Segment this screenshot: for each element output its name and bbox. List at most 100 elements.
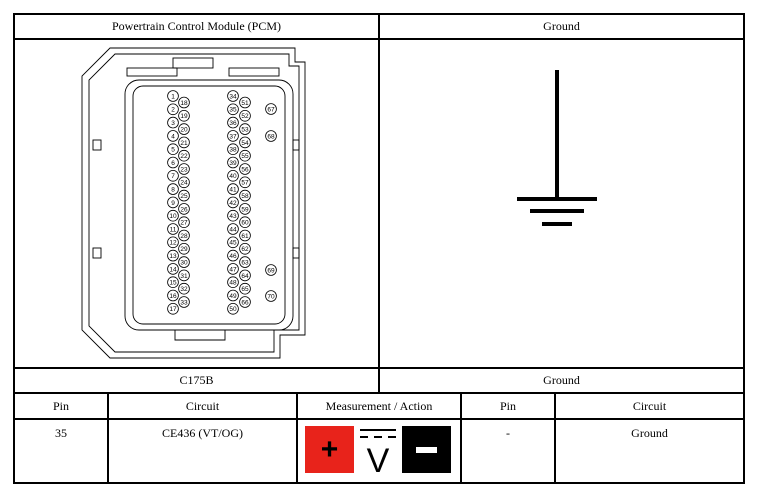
pin-15 [167, 276, 179, 289]
top-tab [126, 67, 178, 77]
pin-21 [178, 136, 190, 149]
pin-label-9: 9 [171, 200, 175, 207]
voltmeter-icon: + V [305, 426, 451, 480]
pin-40 [227, 170, 239, 182]
pin-48 [227, 276, 239, 289]
pin-61 [239, 229, 251, 242]
pin-label-45: 45 [229, 240, 237, 247]
pin-8 [167, 183, 179, 195]
pin-label-43: 43 [229, 213, 237, 220]
pin-label-31: 31 [180, 273, 188, 280]
pin-cavity [124, 79, 294, 331]
pin-2 [167, 103, 179, 116]
pin-28 [178, 229, 190, 242]
pin-12 [167, 236, 179, 249]
pin-25 [178, 189, 190, 202]
pin-11 [167, 223, 179, 235]
pin-label-12: 12 [169, 240, 177, 247]
pin-label-34: 34 [229, 93, 237, 100]
pin-36 [227, 116, 239, 129]
ground-symbol-area [380, 40, 743, 367]
pin-39 [227, 156, 239, 169]
row-circuit-2: Ground [631, 426, 668, 440]
pin-label-33: 33 [180, 299, 188, 306]
pin-45 [227, 236, 239, 249]
pin-label-5: 5 [171, 147, 175, 154]
pin-label-15: 15 [169, 280, 177, 287]
pin-37 [227, 130, 239, 142]
pin-19 [178, 110, 190, 122]
pin-4 [167, 130, 179, 142]
pin-cavity-inner [132, 85, 286, 325]
pin-33 [178, 296, 190, 308]
pin-31 [178, 269, 190, 282]
pin-label-30: 30 [180, 260, 188, 267]
header-circuit-2: Circuit [632, 398, 667, 413]
bottom-tab [174, 330, 226, 341]
pin-label-44: 44 [229, 226, 237, 233]
pin-label-10: 10 [169, 213, 177, 220]
header-pin: Pin [52, 398, 69, 413]
ground-symbol [517, 70, 597, 226]
pin-group: 1234567891011121314151617181920212223242… [167, 90, 277, 315]
pin-5 [167, 143, 179, 155]
pin-65 [239, 282, 251, 295]
pin-55 [239, 149, 251, 162]
divider [107, 392, 109, 484]
pin-label-61: 61 [241, 233, 249, 240]
pin-label-14: 14 [169, 266, 177, 273]
pin-13 [167, 249, 179, 262]
pin-24 [178, 176, 190, 189]
pin-label-32: 32 [180, 286, 188, 293]
pin-label-64: 64 [241, 273, 249, 280]
pin-23 [178, 163, 190, 175]
pin-label-4: 4 [171, 133, 175, 140]
pin-label-56: 56 [241, 166, 249, 173]
pin-20 [178, 123, 190, 135]
pin-64 [239, 269, 251, 282]
pin-label-58: 58 [241, 193, 249, 200]
pin-70 [265, 290, 277, 302]
ground-title: Ground [543, 19, 580, 33]
connector-drawing: 1234567891011121314151617181920212223242… [81, 47, 306, 359]
pin-label-3: 3 [171, 120, 175, 127]
divider [460, 392, 462, 484]
pin-label-53: 53 [241, 127, 249, 134]
row-circuit: CE436 (VT/OG) [162, 426, 243, 440]
pin-label-23: 23 [180, 166, 188, 173]
header-circuit: Circuit [185, 398, 220, 413]
connector-outline [81, 47, 306, 359]
measurement-cell: + V [298, 420, 460, 482]
pin-label-51: 51 [241, 100, 249, 107]
pcm-title: Powertrain Control Module (PCM) [112, 19, 281, 33]
pin-label-27: 27 [180, 220, 188, 227]
pin-10 [167, 209, 179, 222]
ground-label: Ground [543, 373, 580, 387]
pin-label-69: 69 [267, 267, 275, 274]
pin-1 [167, 90, 179, 102]
pin-42 [227, 196, 239, 209]
pin-49 [227, 289, 239, 302]
pin-69 [265, 264, 277, 276]
divider [554, 392, 556, 484]
pin-18 [178, 96, 190, 109]
pin-label-16: 16 [169, 293, 177, 300]
header-pin-2: Pin [499, 398, 516, 413]
pin-26 [178, 203, 190, 215]
pin-label-54: 54 [241, 140, 249, 147]
pin-66 [239, 296, 251, 308]
divider [13, 392, 745, 394]
pin-label-38: 38 [229, 147, 237, 154]
pin-label-65: 65 [241, 286, 249, 293]
pin-51 [239, 96, 251, 109]
pin-label-50: 50 [229, 306, 237, 313]
pin-label-67: 67 [267, 106, 275, 113]
pin-56 [239, 163, 251, 175]
pin-14 [167, 263, 179, 275]
pin-58 [239, 189, 251, 202]
pin-label-2: 2 [171, 107, 175, 114]
pin-62 [239, 243, 251, 255]
pin-label-1: 1 [171, 93, 175, 100]
pin-label-24: 24 [180, 180, 188, 187]
